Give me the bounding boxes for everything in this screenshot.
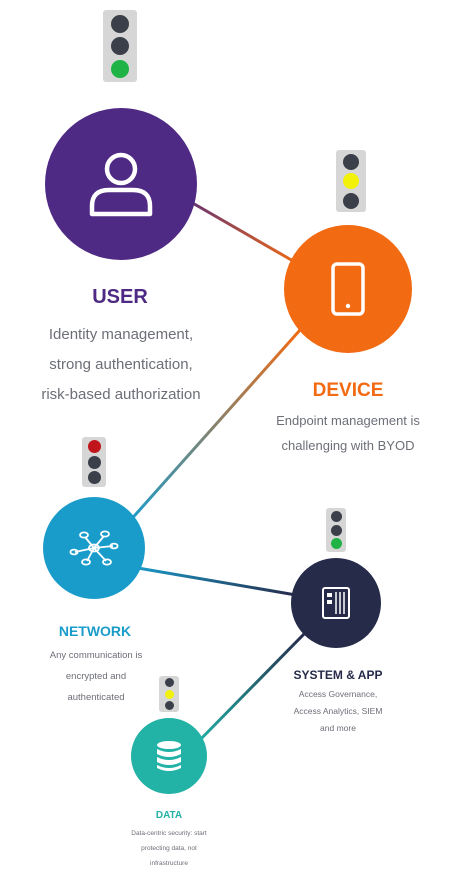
traffic-light-lamp — [343, 192, 359, 209]
traffic-light-network — [82, 437, 106, 487]
traffic-light-data — [159, 676, 179, 712]
network-description-line: authenticated — [67, 692, 125, 703]
user-description: Identity management, strong authenticati… — [20, 320, 222, 410]
data-description-line: Data-centric security: start — [131, 830, 207, 837]
traffic-light-lamp — [111, 37, 129, 55]
traffic-light-lamp — [87, 455, 101, 469]
system-app-description-line: and more — [320, 723, 356, 733]
system-app-description-line: Access Governance, — [298, 689, 378, 699]
data-title: DATA — [155, 810, 183, 821]
data-description: Data-centric security: start protecting … — [104, 826, 234, 871]
user-description-line: Identity management, — [48, 326, 194, 343]
traffic-light-lamp — [330, 524, 342, 536]
network-node — [43, 497, 145, 599]
server-icon — [322, 587, 350, 619]
traffic-light-lamp — [164, 689, 174, 699]
user-node — [45, 108, 197, 260]
traffic-light-lamp — [111, 14, 129, 33]
user-description-line: risk-based authorization — [41, 386, 201, 403]
database-icon — [157, 741, 181, 771]
traffic-light-system — [326, 508, 346, 552]
person-icon — [89, 152, 153, 217]
connector-device-network — [126, 329, 302, 524]
traffic-light-lamp — [111, 59, 129, 78]
traffic-light-lamp — [330, 510, 342, 522]
network-description: Any communication is encrypted and authe… — [26, 645, 166, 708]
system-app-node — [291, 558, 381, 648]
network-hub-icon — [69, 530, 119, 566]
network-title: NETWORK — [58, 623, 132, 639]
traffic-light-user — [103, 10, 137, 82]
system-app-title: SYSTEM & APP — [293, 668, 383, 682]
user-title: USER — [92, 286, 148, 308]
device-description-line: challenging with BYOD — [281, 438, 415, 453]
user-description-line: strong authentication, — [49, 356, 193, 373]
data-node — [131, 718, 207, 794]
data-description-line: infrastructure — [150, 860, 188, 867]
traffic-light-lamp — [343, 153, 359, 170]
network-description-line: Any communication is — [49, 650, 143, 661]
device-node — [284, 225, 412, 353]
device-description-line: Endpoint management is — [276, 413, 420, 428]
system-app-description-line: Access Analytics, SIEM — [293, 706, 383, 716]
device-title: DEVICE — [312, 380, 384, 401]
traffic-light-lamp — [343, 173, 359, 189]
system-app-description: Access Governance, Access Analytics, SIE… — [266, 686, 410, 737]
device-description: Endpoint management is challenging with … — [258, 408, 438, 458]
tablet-icon — [331, 262, 365, 316]
connector-system-data — [193, 631, 307, 747]
connector-network-system — [131, 565, 297, 597]
traffic-light-lamp — [164, 678, 174, 688]
traffic-light-device — [336, 150, 366, 212]
data-description-line: protecting data, not — [141, 845, 197, 852]
traffic-light-lamp — [87, 471, 101, 485]
traffic-light-lamp — [87, 439, 101, 453]
network-description-line: encrypted and — [65, 671, 127, 682]
traffic-light-lamp — [330, 538, 342, 550]
traffic-light-lamp — [164, 700, 174, 710]
